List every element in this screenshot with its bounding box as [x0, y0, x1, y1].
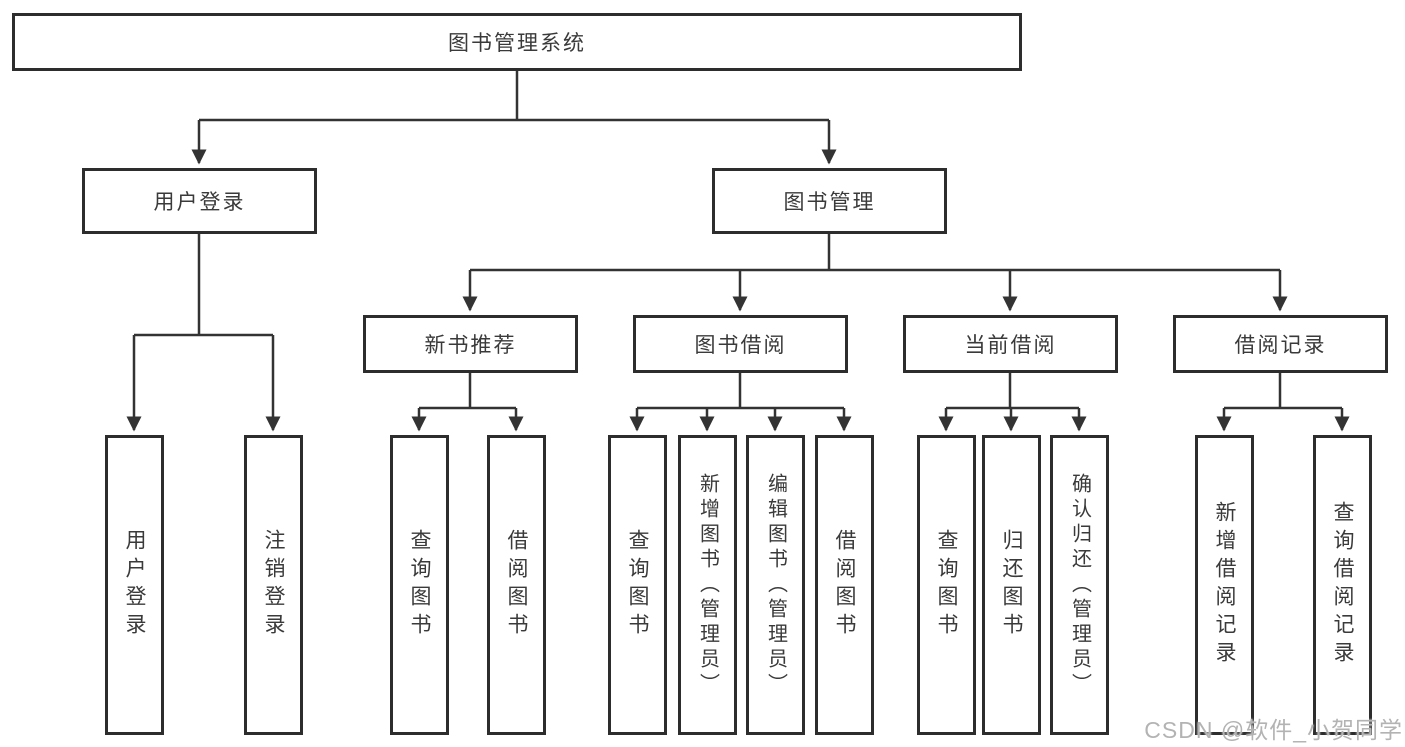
leaf-query-books-current: 查询图书 [917, 435, 976, 735]
leaf-borrow-books-recommend: 借阅图书 [487, 435, 546, 735]
leaf-add-books-admin: 新增图书（管理员） [678, 435, 737, 735]
leaf-edit-books-admin: 编辑图书（管理员） [746, 435, 805, 735]
node-label: 图书管理 [783, 191, 876, 214]
leaf-query-books-borrow: 查询图书 [608, 435, 667, 735]
node-label: 归还图书 [1000, 529, 1023, 641]
node-label: 查询图书 [626, 529, 649, 641]
leaf-add-borrow-record: 新增借阅记录 [1195, 435, 1254, 735]
node-label: 新增借阅记录 [1213, 501, 1236, 669]
node-label: 确认归还（管理员） [1068, 472, 1091, 698]
leaf-query-borrow-record: 查询借阅记录 [1313, 435, 1372, 735]
node-book-borrow: 图书借阅 [633, 315, 848, 373]
node-label: 用户登录 [153, 191, 246, 214]
node-label: 借阅图书 [833, 529, 856, 641]
leaf-borrow-books: 借阅图书 [815, 435, 874, 735]
node-label: 查询借阅记录 [1331, 501, 1354, 669]
csdn-watermark: CSDN @软件_小贺同学 [1144, 717, 1403, 743]
node-current-borrow: 当前借阅 [903, 315, 1118, 373]
node-label: 编辑图书（管理员） [764, 472, 787, 698]
node-label: 新增图书（管理员） [696, 472, 719, 698]
node-label: 注销登录 [262, 529, 285, 641]
node-label: 用户登录 [123, 529, 146, 641]
node-label: 当前借阅 [964, 334, 1057, 357]
leaf-query-books-recommend: 查询图书 [390, 435, 449, 735]
node-root-library-system: 图书管理系统 [12, 13, 1022, 71]
leaf-confirm-return-admin: 确认归还（管理员） [1050, 435, 1109, 735]
node-label: 图书管理系统 [448, 32, 586, 55]
node-borrow-records: 借阅记录 [1173, 315, 1388, 373]
node-label: 图书借阅 [694, 334, 787, 357]
node-label: 查询图书 [408, 529, 431, 641]
leaf-user-login: 用户登录 [105, 435, 164, 735]
node-label: 查询图书 [935, 529, 958, 641]
node-new-book-recommend: 新书推荐 [363, 315, 578, 373]
leaf-return-books: 归还图书 [982, 435, 1041, 735]
node-user-login: 用户登录 [82, 168, 317, 234]
leaf-logout: 注销登录 [244, 435, 303, 735]
node-label: 新书推荐 [424, 334, 517, 357]
node-label: 借阅图书 [505, 529, 528, 641]
node-book-management: 图书管理 [712, 168, 947, 234]
node-label: 借阅记录 [1234, 334, 1327, 357]
